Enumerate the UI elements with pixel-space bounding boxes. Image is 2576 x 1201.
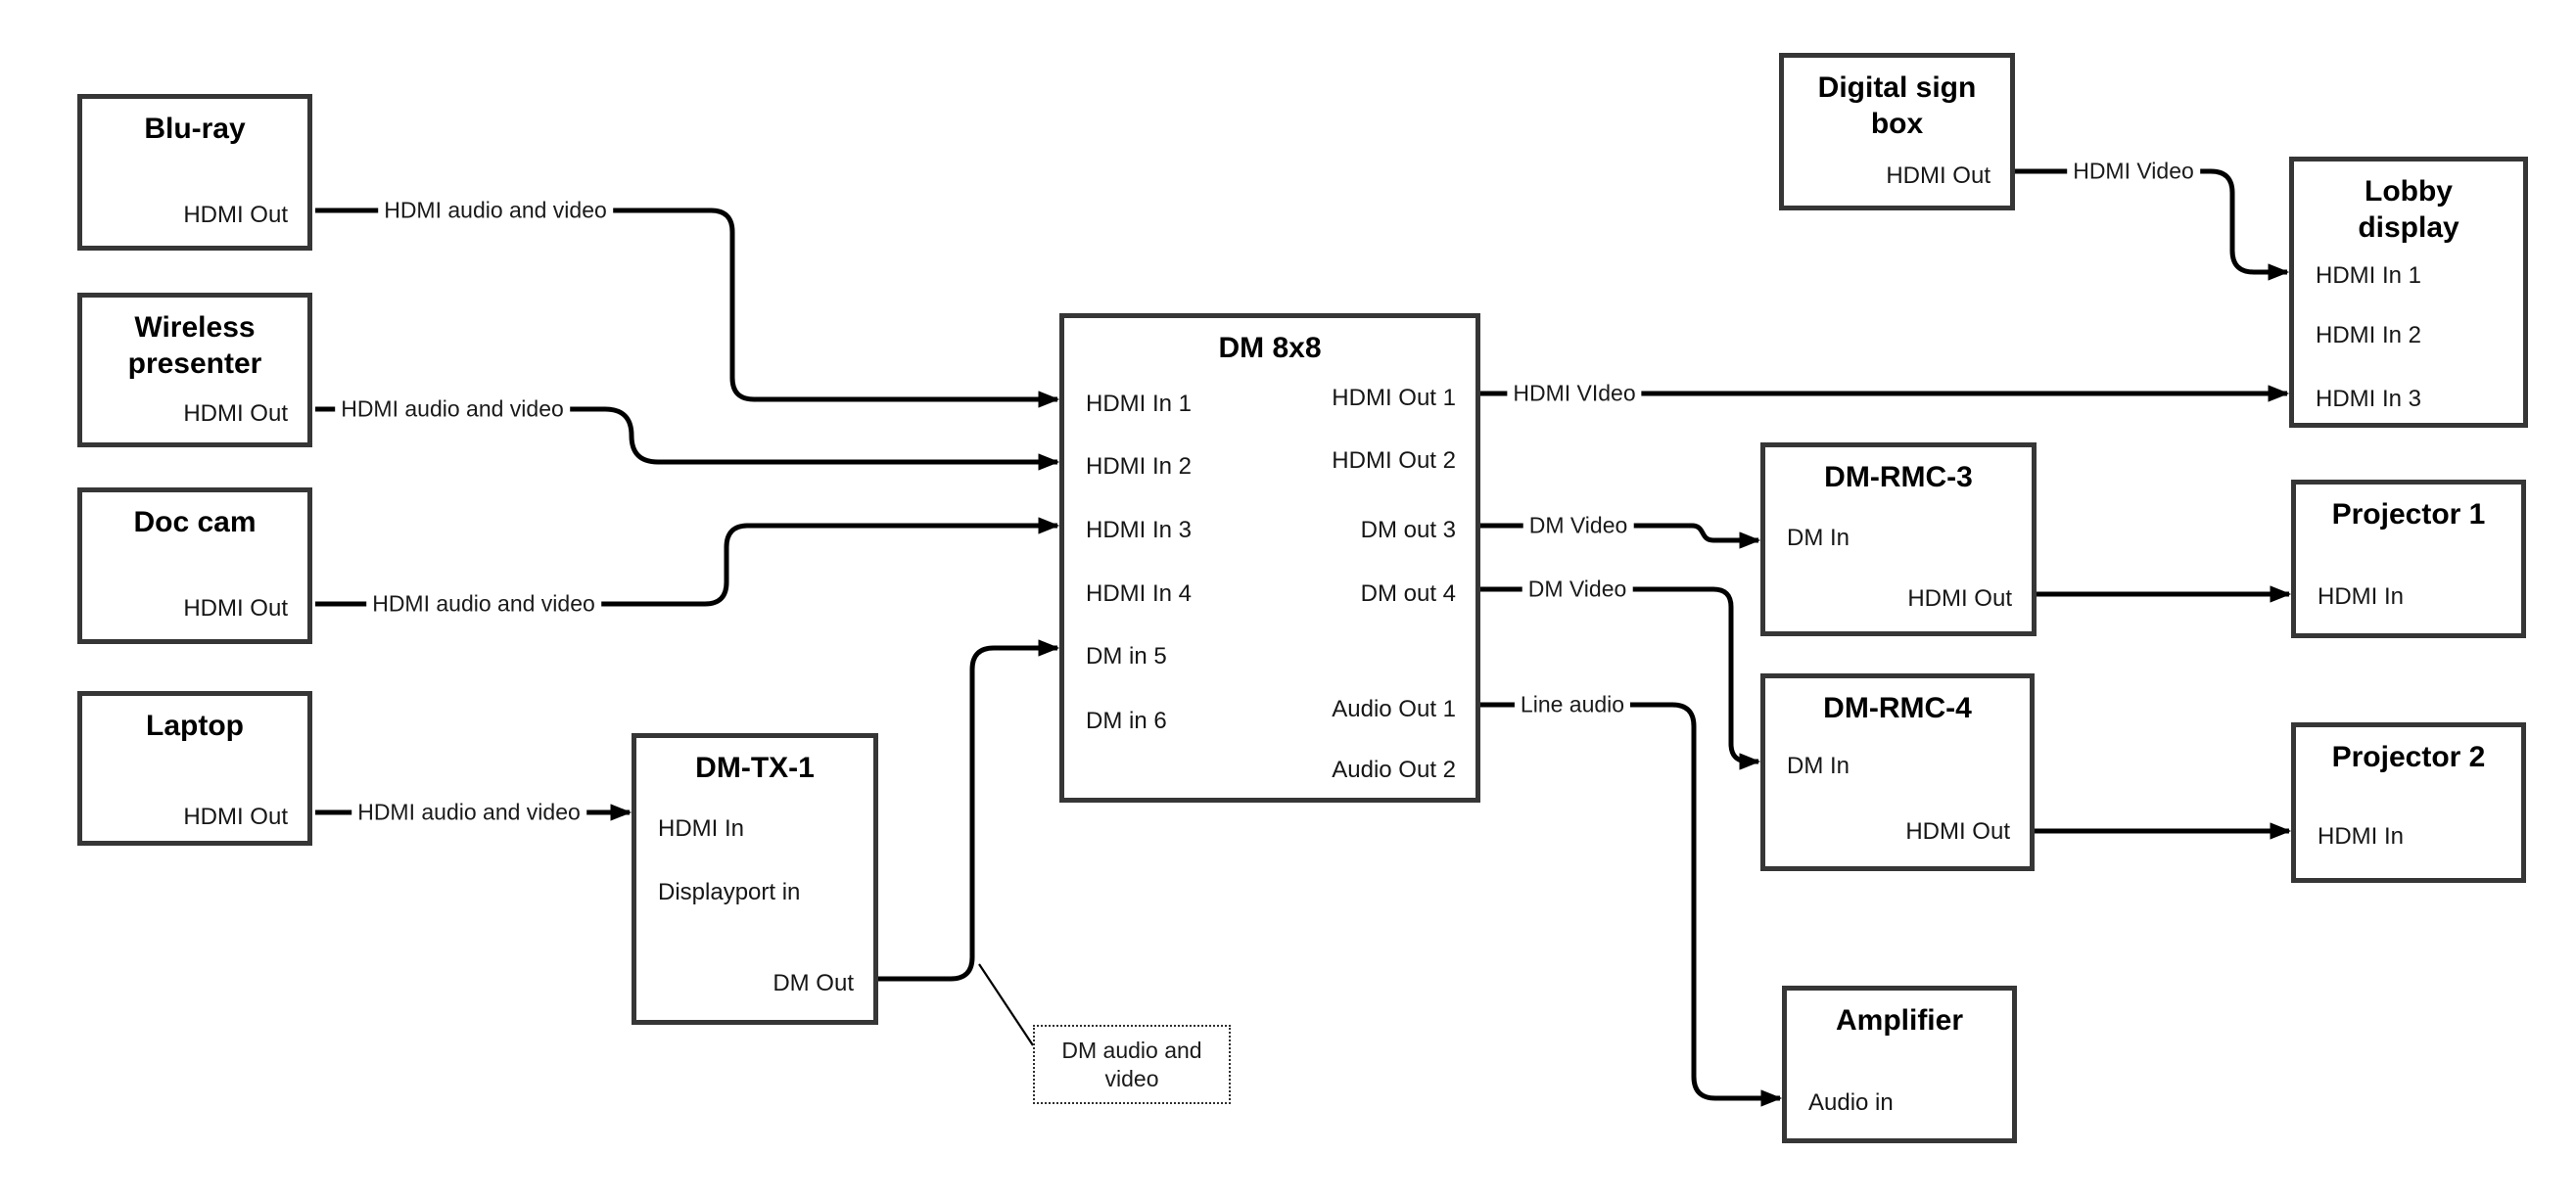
- wire-label: HDMI Video: [2067, 157, 2200, 186]
- wire-label: HDMI VIdeo: [1507, 379, 1642, 408]
- node-title-line: Amplifier: [1835, 1004, 1964, 1037]
- wire-label: HDMI audio and video: [366, 589, 601, 619]
- node-title-line: DM-TX-1: [695, 752, 815, 784]
- wire-doccam-to-dm8x8-in3: [315, 517, 1060, 607]
- port-label: HDMI In 3: [2316, 386, 2422, 412]
- projector-1-title: Projector 1: [2296, 496, 2521, 532]
- node-title-line: DM 8x8: [1218, 332, 1322, 364]
- port-label: Audio Out 2: [1332, 757, 1456, 783]
- wire-dm8x8-audio1-to-amp: [1480, 702, 1783, 1107]
- port-label: HDMI Out: [1905, 818, 2010, 845]
- node-title-line: Wireless: [134, 311, 256, 344]
- port-label: Audio in: [1808, 1089, 1894, 1116]
- port-label: DM in 6: [1086, 708, 1167, 734]
- port-label: HDMI Out: [1886, 162, 1991, 189]
- node-title-line: box: [1870, 108, 1924, 140]
- node-title-line: Doc cam: [133, 506, 257, 538]
- dm-rmc-4-title: DM-RMC-4: [1765, 690, 2030, 726]
- wire-label: DM Video: [1522, 575, 1633, 604]
- port-label: DM In: [1787, 753, 1850, 779]
- wire-dm8x8-out4-to-rmc4: [1480, 586, 1761, 770]
- node-title-line: Digital sign: [1817, 71, 1977, 104]
- port-label: DM Out: [773, 970, 854, 996]
- node-title-line: Laptop: [146, 710, 244, 742]
- port-label: HDMI In 1: [2316, 262, 2422, 289]
- port-label: DM out 3: [1360, 517, 1456, 543]
- wire-bluray-to-dm8x8-in1: [315, 208, 1060, 408]
- port-label: HDMI Out: [1907, 585, 2012, 612]
- wire-label: HDMI audio and video: [378, 196, 613, 225]
- node-title-line: display: [2358, 211, 2459, 244]
- port-label: HDMI In 2: [2316, 322, 2422, 348]
- port-label: DM in 5: [1086, 643, 1167, 670]
- node-title-line: Projector 2: [2331, 741, 2486, 773]
- port-label: HDMI Out 2: [1332, 447, 1456, 474]
- wire-label: HDMI audio and video: [335, 394, 570, 424]
- callout-line: [978, 963, 1034, 1046]
- port-label: HDMI In 2: [1086, 453, 1193, 480]
- port-label: HDMI In: [2318, 583, 2405, 610]
- note-text-line: video: [1104, 1065, 1159, 1091]
- blu-ray-title: Blu-ray: [82, 111, 307, 147]
- dm-8x8-title: DM 8x8: [1064, 330, 1475, 366]
- wire-dmtx1-to-dm8x8-in5: [878, 639, 1060, 982]
- node-title-line: DM-RMC-3: [1824, 461, 1973, 493]
- doc-cam-title: Doc cam: [82, 504, 307, 540]
- port-label: HDMI Out: [183, 595, 288, 622]
- node-title-line: Lobby: [2365, 175, 2453, 208]
- dm-rmc-4-node[interactable]: DM-RMC-4 DM In HDMI Out: [1760, 673, 2035, 871]
- dm-rmc-3-node[interactable]: DM-RMC-3 DM In HDMI Out: [1760, 442, 2037, 636]
- port-label: HDMI Out 1: [1332, 385, 1456, 411]
- laptop-title: Laptop: [82, 708, 307, 744]
- port-label: DM out 4: [1360, 580, 1456, 607]
- port-label: HDMI In: [2318, 823, 2405, 850]
- projector-2-node[interactable]: Projector 2 HDMI In: [2291, 722, 2526, 883]
- digital-sign-box-title: Digital sign box: [1784, 69, 2010, 142]
- port-label: HDMI In 4: [1086, 580, 1193, 607]
- node-title-line: Projector 1: [2331, 498, 2486, 531]
- wire-label: HDMI audio and video: [351, 798, 586, 827]
- node-title-line: Blu-ray: [144, 113, 246, 145]
- node-title-line: presenter: [127, 347, 262, 380]
- node-title-line: DM-RMC-4: [1823, 692, 1972, 724]
- dm-rmc-3-title: DM-RMC-3: [1765, 459, 2032, 495]
- amplifier-title: Amplifier: [1787, 1002, 2012, 1039]
- port-label: HDMI Out: [183, 202, 288, 228]
- port-label: HDMI In: [658, 815, 745, 842]
- wire-digitalsign-to-lobby-in1: [2015, 168, 2290, 281]
- projector-2-title: Projector 2: [2296, 739, 2521, 775]
- wire-label: Line audio: [1514, 690, 1631, 719]
- port-label: HDMI Out: [183, 804, 288, 830]
- wire-dm8x8-out3-to-rmc3: [1480, 523, 1761, 549]
- port-label: DM In: [1787, 525, 1850, 551]
- port-label: Audio Out 1: [1332, 696, 1456, 722]
- port-label: HDMI Out: [183, 400, 288, 427]
- port-label: Displayport in: [658, 879, 801, 905]
- dm-tx-1-title: DM-TX-1: [636, 750, 873, 786]
- port-label: HDMI In 1: [1086, 391, 1193, 417]
- wire-label: DM Video: [1522, 511, 1634, 540]
- port-label: HDMI In 3: [1086, 517, 1193, 543]
- projector-1-node[interactable]: Projector 1 HDMI In: [2291, 480, 2526, 638]
- wire-wireless-to-dm8x8-in2: [315, 406, 1060, 471]
- note-text-line: DM audio and: [1061, 1037, 1202, 1063]
